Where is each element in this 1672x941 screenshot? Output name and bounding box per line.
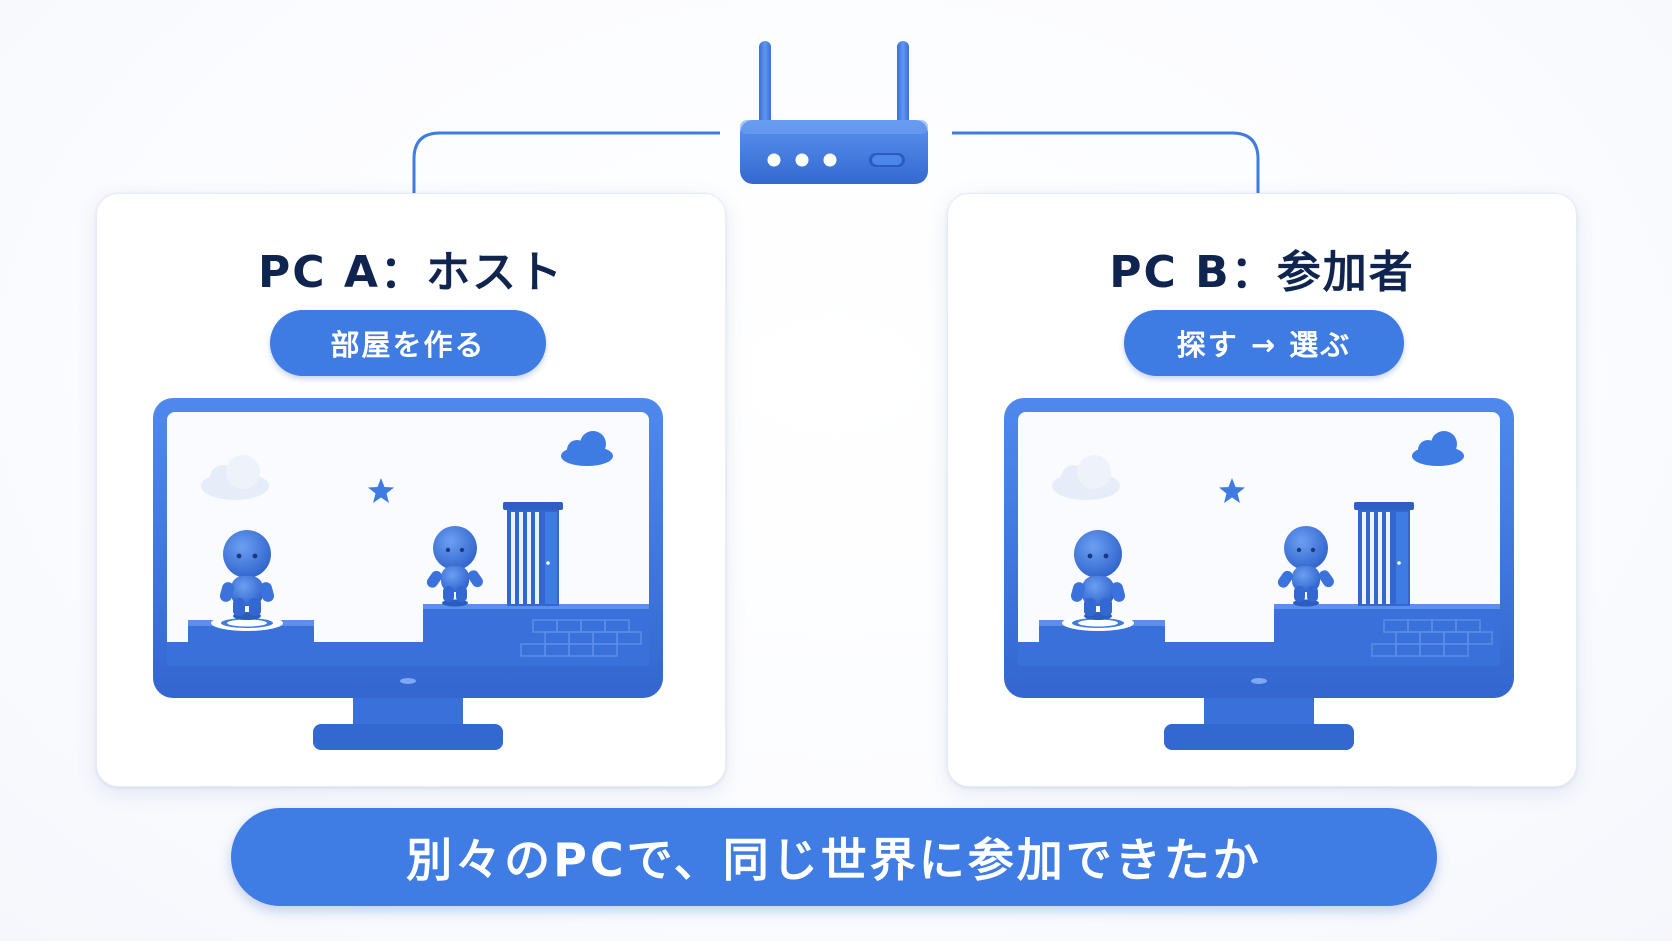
monitor-icon (1004, 398, 1514, 750)
guest-panel: PC B：参加者 探す → 選ぶ (947, 193, 1577, 787)
star-icon (368, 478, 394, 503)
door-icon (1354, 502, 1414, 606)
search-select-button[interactable]: 探す → 選ぶ (1124, 310, 1404, 376)
character-icon (1070, 530, 1126, 620)
cloud-icon (1412, 431, 1464, 466)
door-icon (503, 502, 563, 606)
monitor-icon (153, 398, 663, 750)
cloud-icon (561, 431, 613, 466)
host-panel: PC A：ホスト 部屋を作る (96, 193, 726, 787)
cloud-icon (1052, 455, 1120, 500)
cloud-icon (201, 455, 269, 500)
create-room-button[interactable]: 部屋を作る (270, 310, 546, 376)
star-icon (1219, 478, 1245, 503)
host-panel-title: PC A：ホスト (258, 247, 564, 298)
summary-banner: 別々のPCで、同じ世界に参加できたか (231, 808, 1437, 906)
router-icon (740, 41, 928, 184)
character-icon (426, 526, 483, 607)
guest-panel-title: PC B：参加者 (1109, 247, 1415, 298)
character-icon (219, 530, 275, 620)
character-icon (1277, 526, 1334, 607)
